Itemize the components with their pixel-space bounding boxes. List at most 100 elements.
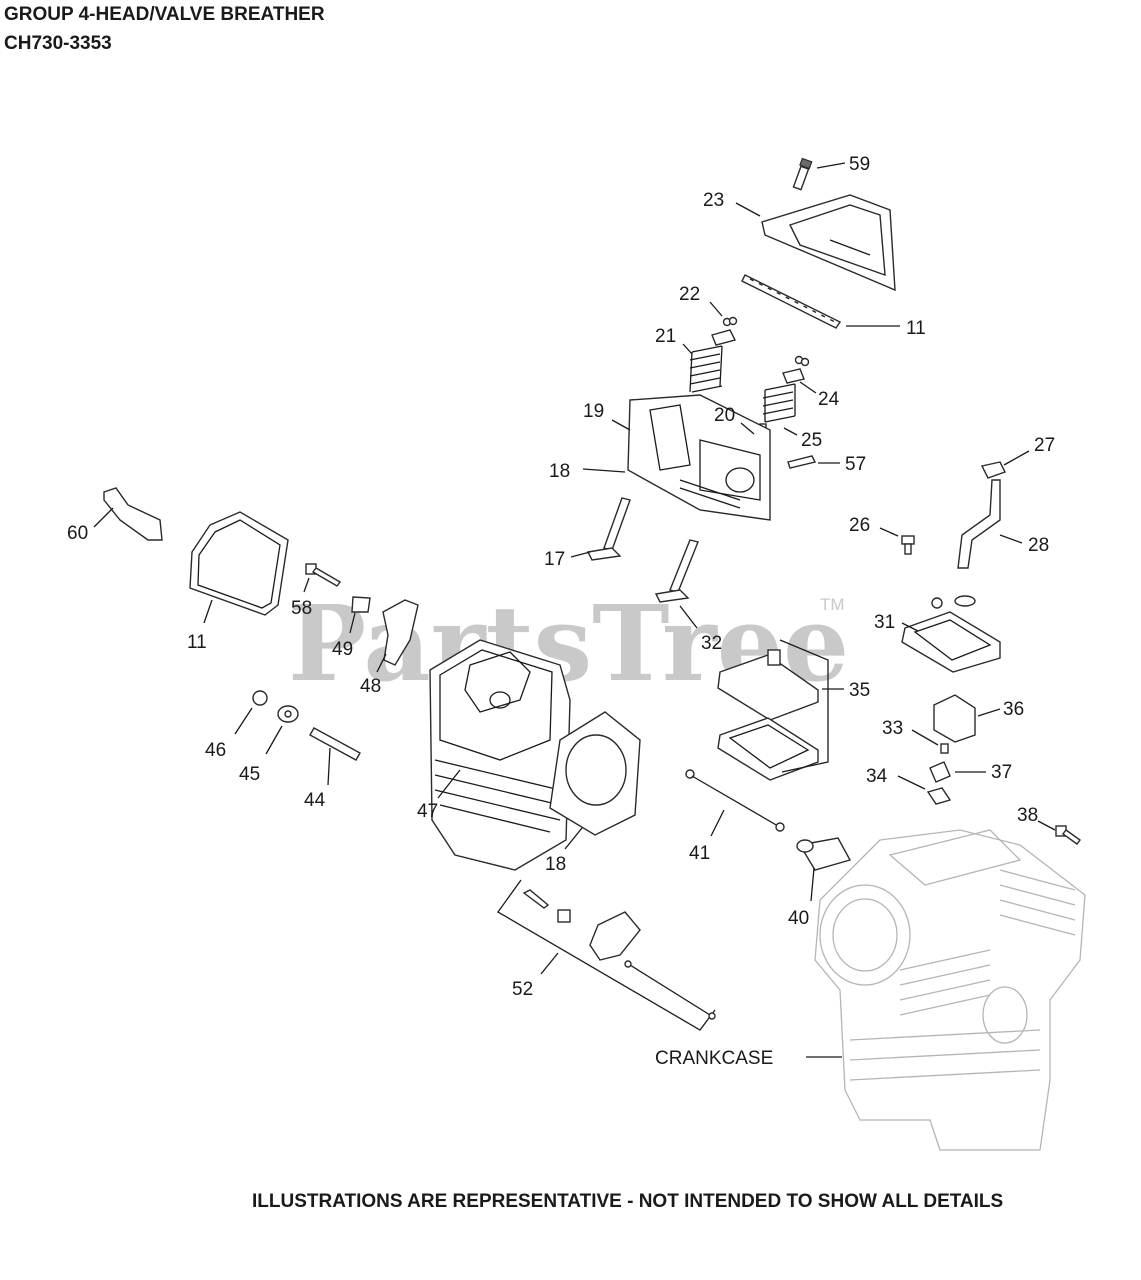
- leader-32: [679, 605, 698, 629]
- callout-58: 58: [291, 598, 312, 619]
- leader-26: [879, 527, 899, 537]
- watermark-trademark: TM: [820, 595, 845, 614]
- part-24-keepers: [794, 355, 810, 367]
- callout-21: 21: [655, 326, 676, 347]
- callout-57: 57: [845, 454, 866, 475]
- part-23-valve-cover: [761, 194, 896, 292]
- callout-27: 27: [1034, 435, 1055, 456]
- part-35-breather-assembly: [717, 639, 829, 781]
- callout-36: 36: [1003, 699, 1024, 720]
- part-47-cylinder-head: [429, 639, 571, 871]
- leader-28: [999, 534, 1023, 544]
- part-46-nut: [252, 690, 268, 706]
- callout-22: 22: [679, 284, 700, 305]
- part-11-gasket-strip: [741, 274, 842, 329]
- part-59-bolt: [792, 157, 813, 191]
- callout-33: 33: [882, 718, 903, 739]
- leader-18b: [564, 827, 583, 850]
- callout-11a: 11: [906, 318, 926, 339]
- callout-44: 44: [304, 790, 326, 811]
- leader-49: [349, 612, 356, 634]
- part-34-clip: [926, 787, 952, 805]
- callout-47: 47: [417, 801, 438, 822]
- crankcase-part: [814, 829, 1086, 1151]
- part-40-lifter: [796, 837, 852, 871]
- leader-25: [783, 427, 798, 436]
- part-24-spring: [762, 383, 796, 423]
- part-33-screw: [940, 743, 949, 754]
- leader-52: [540, 952, 559, 975]
- leader-46: [234, 707, 253, 735]
- part-36-filter: [933, 694, 976, 743]
- callout-crankcase: CRANKCASE: [655, 1048, 773, 1069]
- callout-32: 32: [701, 633, 722, 654]
- disclaimer-note: ILLUSTRATIONS ARE REPRESENTATIVE - NOT I…: [252, 1191, 1004, 1212]
- callout-23: 23: [703, 190, 724, 211]
- leader-27: [1003, 450, 1030, 466]
- part-breather-clamp: [954, 595, 976, 607]
- part-41-push-rod: [685, 769, 785, 832]
- leader-24: [799, 381, 817, 394]
- callout-40: 40: [788, 908, 809, 929]
- part-60-bracket: [103, 487, 163, 541]
- leader-19: [611, 419, 631, 431]
- callout-45: 45: [239, 764, 260, 785]
- part-57: [787, 455, 817, 469]
- part-retainer-a: [711, 329, 737, 346]
- leader-23: [735, 202, 761, 217]
- callout-35: 35: [849, 680, 870, 701]
- part-31-breather-cover: [901, 611, 1001, 673]
- callout-49: 49: [332, 639, 353, 660]
- callout-11b: 11: [187, 632, 207, 653]
- callout-20: 20: [714, 405, 735, 426]
- part-28-hose: [957, 479, 1001, 569]
- leader-21: [682, 343, 693, 355]
- callout-59: 59: [849, 154, 870, 175]
- leader-36: [977, 708, 1001, 717]
- callout-19: 19: [583, 401, 604, 422]
- callout-38: 38: [1017, 805, 1038, 826]
- leader-17: [570, 551, 591, 558]
- leader-38: [1037, 820, 1056, 831]
- leader-18a: [582, 468, 626, 473]
- callout-41: 41: [689, 843, 710, 864]
- part-11-gasket-ring: [189, 511, 289, 616]
- callout-52: 52: [512, 979, 533, 1000]
- callout-31: 31: [874, 612, 895, 633]
- leader-33: [911, 729, 939, 746]
- leader-31: [901, 622, 919, 632]
- callout-37: 37: [991, 762, 1012, 783]
- part-27-clamp: [980, 461, 1006, 479]
- leader-59: [816, 162, 846, 169]
- page-title: GROUP 4-HEAD/VALVE BREATHER: [4, 4, 325, 25]
- callout-25: 25: [801, 430, 822, 451]
- callout-18b: 18: [545, 854, 566, 875]
- part-17-valve: [586, 497, 631, 561]
- leader-41: [710, 809, 725, 837]
- callout-60: 60: [67, 523, 88, 544]
- leader-20: [740, 422, 755, 435]
- part-19-head-upper: [627, 394, 771, 521]
- part-retainer-b: [782, 368, 805, 384]
- leader-45: [265, 725, 283, 755]
- leader-60: [93, 507, 114, 528]
- part-26-screw: [901, 535, 915, 555]
- callout-18a: 18: [549, 461, 570, 482]
- part-44-stud: [309, 727, 361, 761]
- leader-40: [810, 867, 815, 902]
- part-58-bolt: [305, 563, 342, 587]
- leader-34: [897, 775, 926, 790]
- leader-48: [376, 653, 387, 673]
- callout-24: 24: [818, 389, 840, 410]
- leader-58: [303, 577, 310, 593]
- part-45-washer: [277, 705, 299, 723]
- model-number: CH730-3353: [4, 33, 112, 54]
- part-breather-valve: [931, 597, 943, 609]
- callout-48: 48: [360, 676, 381, 697]
- part-48-rocker-arm: [382, 599, 419, 666]
- part-32-valve: [654, 539, 699, 603]
- callout-34: 34: [866, 766, 888, 787]
- callout-46: 46: [205, 740, 226, 761]
- callout-26: 26: [849, 515, 870, 536]
